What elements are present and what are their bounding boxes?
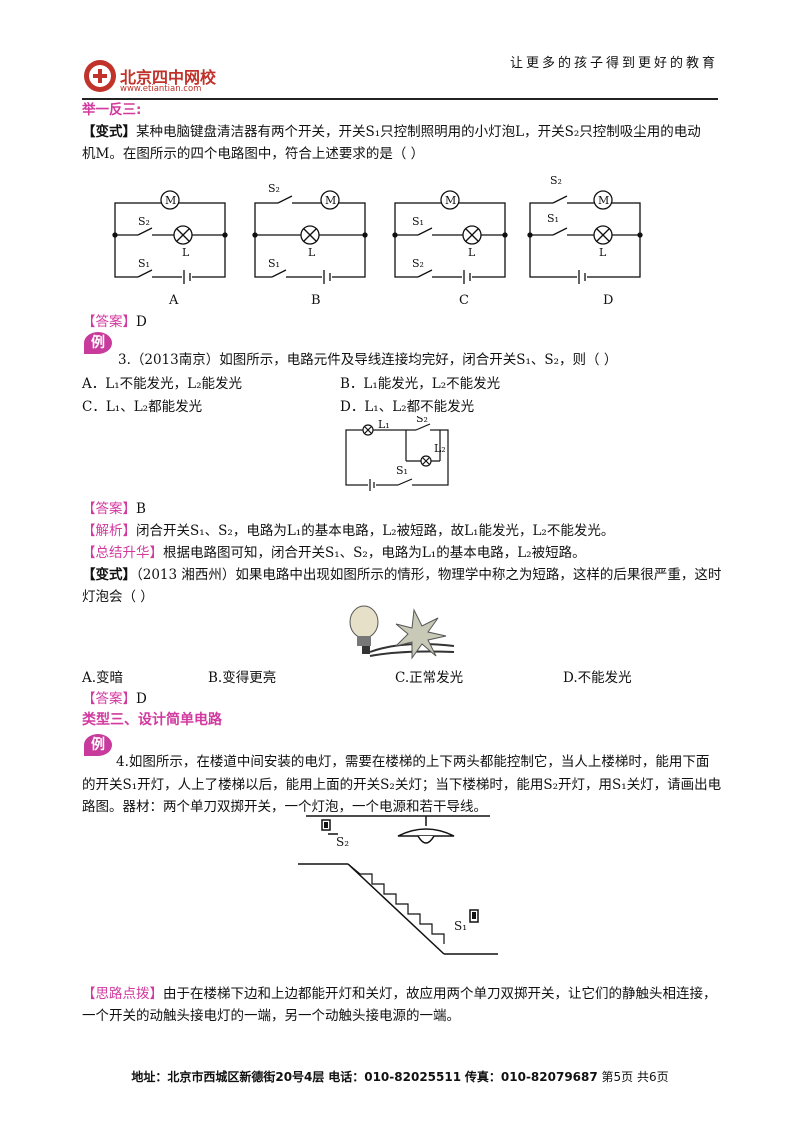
circuit-d: M S₂ S₁ L xyxy=(527,174,643,284)
example3-option-c: C．L₁、L₂都能发光 xyxy=(82,399,203,415)
header-rule xyxy=(82,98,718,100)
example3-option-b: B．L₁能发光，L₂不能发光 xyxy=(340,376,501,392)
logo-emblem-icon xyxy=(84,60,116,92)
variant-line-2: 机M。在图所示的四个电路图中，符合上述要求的是（ ） xyxy=(82,146,425,162)
svg-text:M: M xyxy=(598,194,609,207)
answer-value: D xyxy=(136,314,147,330)
example4-hint-line-1: 【思路点拨】由于在楼梯下边和上边都能开灯和关灯，故应用两个单刀双掷开关，让它们的… xyxy=(82,986,717,1002)
svg-text:S₁: S₁ xyxy=(138,257,150,270)
variant-option-a: A.变暗 xyxy=(82,670,124,686)
svg-text:L: L xyxy=(468,246,476,259)
example3-variant-line-2: 灯泡会（ ） xyxy=(82,589,154,605)
svg-text:S₁: S₁ xyxy=(547,212,559,225)
variant-tag: 【变式】 xyxy=(82,124,136,140)
variant-option-b: B.变得更亮 xyxy=(208,670,277,686)
logo-name: 北京四中网校 xyxy=(120,68,217,87)
svg-text:L₂: L₂ xyxy=(434,442,446,455)
example4-line-1: 4.如图所示，在楼道中间安装的电灯，需要在楼梯的上下两头都能控制它，当人上楼梯时… xyxy=(116,754,710,770)
example4-hint-line-2: 一个开关的动触头接电灯的一端，另一个动触头接电源的一端。 xyxy=(82,1008,460,1024)
footer-address: 地址：北京市西城区新德街20号4层 xyxy=(131,1070,325,1084)
svg-text:M: M xyxy=(165,194,176,207)
variant-text-1: 某种电脑键盘清洁器有两个开关，开关S₁只控制照明用的小灯泡L，开关S₂只控制吸尘… xyxy=(136,124,701,140)
slogan: 让更多的孩子得到更好的教育 xyxy=(509,56,718,71)
variant-answer: 【答案】D xyxy=(82,691,147,707)
svg-text:S₁: S₁ xyxy=(268,257,280,270)
circuit-label-a: A xyxy=(169,293,179,308)
variant-option-c: C.正常发光 xyxy=(395,670,464,686)
svg-text:S₂: S₂ xyxy=(550,174,562,187)
example3-circuit-diagram: L₁ S₂ L₂ S₁ xyxy=(345,416,449,491)
example3-option-d: D．L₁、L₂都不能发光 xyxy=(340,399,475,415)
example3-option-a: A．L₁不能发光，L₂能发光 xyxy=(82,376,243,392)
section-title-practice: 举一反三: xyxy=(82,102,142,118)
svg-text:S₁: S₁ xyxy=(412,215,424,228)
example3-variant-line-1: 【变式】（2013 湘西州）如果电路中出现如图所示的情形，物理学中称之为短路，这… xyxy=(82,567,722,583)
svg-text:S₂: S₂ xyxy=(336,835,349,849)
example3-summary: 【总结升华】根据电路图可知，闭合开关S₁、S₂，电路为L₁的基本电路，L₂被短路… xyxy=(82,545,586,561)
circuit-label-b: B xyxy=(311,293,321,308)
svg-text:L: L xyxy=(599,246,607,259)
example3-analysis: 【解析】闭合开关S₁、S₂，电路为L₁的基本电路，L₂被短路，故L₁能发光，L₂… xyxy=(82,523,615,539)
footer-phone: 电话：010-82025511 xyxy=(328,1070,462,1084)
example-badge-icon: 例 xyxy=(84,734,112,756)
footer-page-number: 第5页 共6页 xyxy=(601,1070,669,1084)
svg-text:L: L xyxy=(182,246,190,259)
svg-text:S₂: S₂ xyxy=(138,215,150,228)
svg-text:S₂: S₂ xyxy=(268,182,280,195)
circuit-label-d: D xyxy=(603,293,614,308)
svg-text:S₁: S₁ xyxy=(454,919,467,933)
footer: 地址：北京市西城区新德街20号4层 电话：010-82025511 传真：010… xyxy=(0,1068,800,1085)
svg-text:S₂: S₂ xyxy=(416,416,428,425)
answer-tag: 【答案】 xyxy=(82,314,136,330)
svg-text:M: M xyxy=(325,194,336,207)
circuit-diagrams-abcd: M S₂ S₁ L M S₂ L S₁ M S₁ L S₂ xyxy=(112,174,643,284)
example3-question: 3.（2013南京）如图所示，电路元件及导线连接均完好，闭合开关S₁、S₂，则（… xyxy=(118,352,618,368)
circuit-label-c: C xyxy=(459,293,469,308)
circuit-a: M S₂ S₁ L xyxy=(112,190,228,284)
svg-text:S₁: S₁ xyxy=(396,464,408,477)
variant-option-d: D.不能发光 xyxy=(563,670,632,686)
svg-text:L: L xyxy=(308,246,316,259)
answer-1: 【答案】D xyxy=(82,312,147,332)
staircase-diagram: S₂ S₁ xyxy=(298,815,498,955)
footer-fax: 传真：010-82079687 xyxy=(464,1070,598,1084)
example-badge-icon: 例 xyxy=(84,332,112,354)
short-circuit-bulb-image xyxy=(349,605,455,660)
logo-url: www.etiantian.com xyxy=(120,84,202,94)
circuit-c: M S₁ L S₂ xyxy=(392,190,508,284)
example4-line-2: 的开关S₁开灯，人上了楼梯以后，能用上面的开关S₂关灯；当下楼梯时，能用S₂开灯… xyxy=(82,777,722,793)
circuit-b: M S₂ L S₁ xyxy=(252,182,368,284)
svg-text:S₂: S₂ xyxy=(412,257,424,270)
variant-line-1: 【变式】某种电脑键盘清洁器有两个开关，开关S₁只控制照明用的小灯泡L，开关S₂只… xyxy=(82,122,701,142)
example3-answer: 【答案】B xyxy=(82,501,146,517)
svg-text:M: M xyxy=(445,194,456,207)
example4-line-3: 路图。器材：两个单刀双掷开关，一个灯泡，一个电源和若干导线。 xyxy=(82,799,487,815)
svg-text:L₁: L₁ xyxy=(378,418,390,431)
section-title-type3: 类型三、设计简单电路 xyxy=(82,712,222,728)
